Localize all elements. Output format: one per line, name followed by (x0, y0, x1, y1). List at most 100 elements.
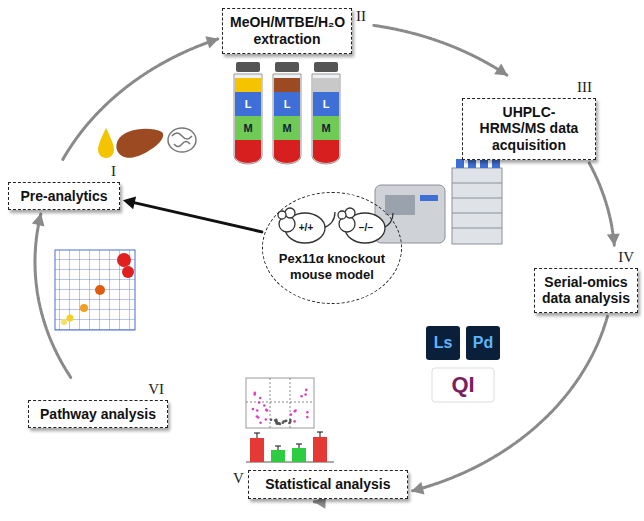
software-icons (426, 326, 500, 402)
bar-chart (313, 437, 327, 462)
mouse-figures (345, 208, 355, 218)
sample-icons (172, 133, 192, 147)
step-number: IV (614, 249, 638, 268)
scatter-dot (289, 419, 292, 422)
genotype-label: −/− (359, 223, 373, 233)
connector-line (131, 202, 262, 232)
step-label: Pre-analytics (16, 188, 112, 205)
layer-letter: M (282, 123, 291, 134)
arrow-head (205, 36, 218, 48)
scatter-dot (275, 422, 278, 425)
lc-ms-instrument (480, 159, 488, 168)
scatter-dot (265, 418, 268, 421)
scatter-dot (266, 409, 269, 412)
bar-chart (271, 450, 285, 462)
software-logo: Ls (434, 335, 453, 351)
scatter-dot (265, 409, 268, 412)
software-icons (466, 326, 500, 360)
dashed-box: UHPLC-HRMS/MS data acquisition (462, 98, 596, 160)
model-caption: Pex11α knockout mouse model (276, 251, 388, 303)
sample-icons (168, 128, 196, 152)
scatter-dot (259, 397, 262, 400)
extraction-vials (234, 62, 262, 164)
step-label: UHPLC-HRMS/MS data acquisition (470, 104, 588, 154)
scatter-dot (258, 401, 261, 404)
extraction-vials (313, 78, 339, 92)
sample-icons (116, 129, 163, 158)
bar-chart (246, 432, 334, 462)
bar-chart (254, 432, 323, 450)
pathway-plot (117, 253, 131, 267)
layer-letter: M (321, 123, 330, 134)
scatter-dot (305, 389, 308, 392)
connector-line (35, 214, 71, 377)
scatter-dot (300, 395, 303, 398)
volcano-plot (246, 378, 314, 428)
software-logo: QI (451, 374, 474, 396)
scatter-dot (304, 393, 307, 396)
step-number: III (573, 79, 596, 98)
scatter-dot (293, 420, 296, 423)
lc-ms-instrument (492, 159, 500, 168)
flow-connector (123, 196, 262, 231)
arrow-head (494, 64, 508, 76)
pathway-plot (122, 266, 134, 278)
volcano-plot (246, 378, 314, 428)
step-label: Pathway analysis (36, 406, 160, 423)
lc-ms-instrument (468, 159, 476, 168)
lc-ms-instrument (452, 168, 502, 244)
mouse-figures (278, 211, 286, 219)
mouse-figures (278, 208, 393, 243)
flow-connector (589, 163, 620, 246)
pathway-plot (67, 315, 74, 322)
lc-ms-instrument (375, 185, 445, 243)
pathway-plot (55, 250, 135, 330)
step-label: MeOH/MTBE/H₂O extraction (230, 14, 344, 48)
bar-chart (250, 438, 264, 462)
workflow-step: VStatistical analysis (229, 470, 408, 499)
extraction-vials (235, 78, 261, 92)
arrow-head (411, 482, 424, 495)
software-logo: Pd (473, 335, 493, 351)
extraction-vials (312, 62, 340, 164)
layer-letter: M (243, 123, 252, 134)
layer-letter: L (284, 99, 291, 110)
lc-ms-instrument (375, 159, 502, 244)
dashed-box: Pre-analytics (8, 182, 120, 211)
scatter-dot (306, 411, 309, 414)
flow-connector (32, 213, 71, 377)
workflow-step: III UHPLC-HRMS/MS data acquisition (462, 79, 596, 160)
pathway-plot (95, 285, 105, 295)
lc-ms-instrument (385, 195, 415, 215)
connector-line (413, 316, 608, 490)
lc-ms-instrument (420, 195, 438, 201)
step-number: II (352, 8, 370, 27)
flow-connector (374, 25, 508, 75)
workflow-step: MeOH/MTBE/H₂O extraction II (222, 8, 370, 54)
scatter-dot (252, 408, 255, 411)
model-ellipse: Pex11α knockout mouse model (262, 192, 402, 304)
scatter-dot (259, 421, 262, 424)
lc-ms-instrument (452, 183, 502, 228)
dashed-box: Statistical analysis (248, 470, 408, 499)
scatter-dot (275, 419, 278, 422)
flow-connector (411, 316, 607, 494)
dashed-box: MeOH/MTBE/H₂O extraction (222, 8, 352, 54)
flow-connector (63, 36, 219, 159)
scatter-dot (294, 410, 297, 413)
scatter-dot (290, 413, 293, 416)
extraction-vials (234, 62, 340, 164)
extraction-vials (273, 62, 301, 164)
arrow-head (32, 213, 45, 226)
workflow-step: IVSerial-omics data analysis (534, 249, 638, 313)
extraction-vials (274, 78, 300, 92)
genotype-label: +/+ (299, 223, 313, 233)
arrow-head (123, 196, 136, 209)
lc-ms-instrument (456, 159, 464, 168)
scatter-dot (276, 421, 279, 424)
pathway-plot (80, 304, 88, 312)
bar-chart (292, 448, 306, 462)
